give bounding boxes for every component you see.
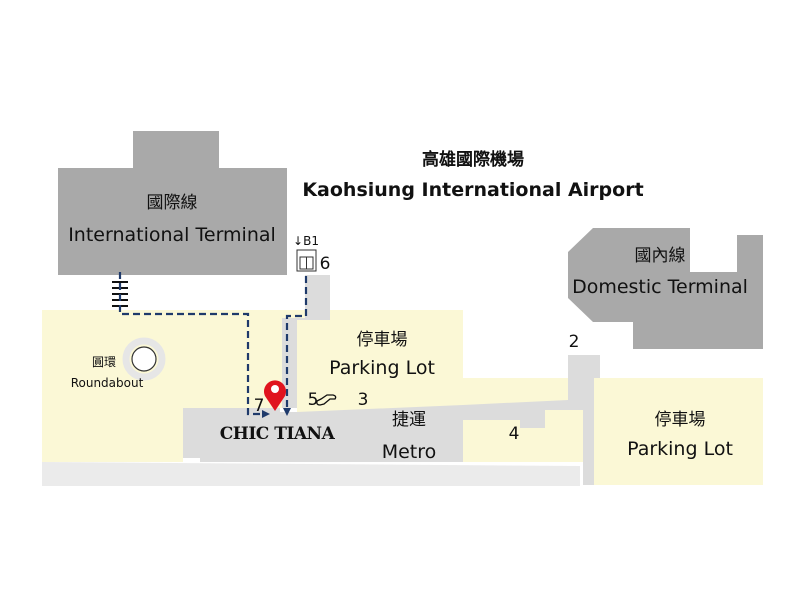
parking-center-label-zh: 停車場 — [356, 330, 408, 350]
exit-2-label: 2 — [568, 332, 580, 352]
arrow-icon — [262, 410, 270, 418]
domestic-terminal-label-zh: 國內線 — [634, 246, 686, 266]
elevator-icon — [296, 249, 317, 272]
map-title-zh: 高雄國際機場 — [422, 150, 524, 170]
international-terminal-label-en: International Terminal — [68, 224, 276, 246]
roundabout-area — [42, 310, 297, 462]
exit-7-label: 7 — [253, 396, 265, 416]
metro-corridor — [183, 400, 568, 462]
parking-right-label-en: Parking Lot — [627, 438, 733, 460]
metro-label-zh: 捷運 — [392, 410, 426, 430]
parking-area-center — [297, 310, 583, 462]
roundabout-label-zh: 圓環 — [91, 355, 117, 369]
road — [42, 462, 580, 486]
metro-label-en: Metro — [381, 441, 437, 463]
arrow-icon — [283, 408, 291, 416]
exit-3-label: 3 — [357, 390, 369, 410]
domestic-terminal-building — [568, 228, 763, 349]
route-from-international — [118, 272, 262, 416]
chic-tiana-logo: CHIC TIANA — [219, 424, 335, 444]
corridor-2 — [568, 355, 600, 485]
elevator-level-label: ↓B1 — [293, 234, 319, 248]
exit-4-label: 4 — [508, 424, 520, 444]
escalator-icon — [316, 394, 337, 406]
domestic-terminal-label-en: Domestic Terminal — [572, 276, 748, 298]
parking-right-label-zh: 停車場 — [654, 410, 706, 430]
exit-5-label: 5 — [307, 390, 319, 410]
location-pin-icon — [264, 380, 286, 411]
corridor — [282, 275, 330, 408]
roundabout-icon — [122, 337, 166, 381]
route-from-b1 — [285, 276, 308, 410]
international-terminal-label-zh: 國際線 — [146, 193, 198, 213]
parking-area-right — [594, 378, 763, 485]
map-title-en: Kaohsiung International Airport — [302, 179, 644, 201]
roundabout-label-en: Roundabout — [70, 376, 144, 390]
exit-6-label: 6 — [319, 254, 331, 274]
international-terminal-building — [58, 131, 287, 275]
parking-center-label-en: Parking Lot — [329, 357, 435, 379]
